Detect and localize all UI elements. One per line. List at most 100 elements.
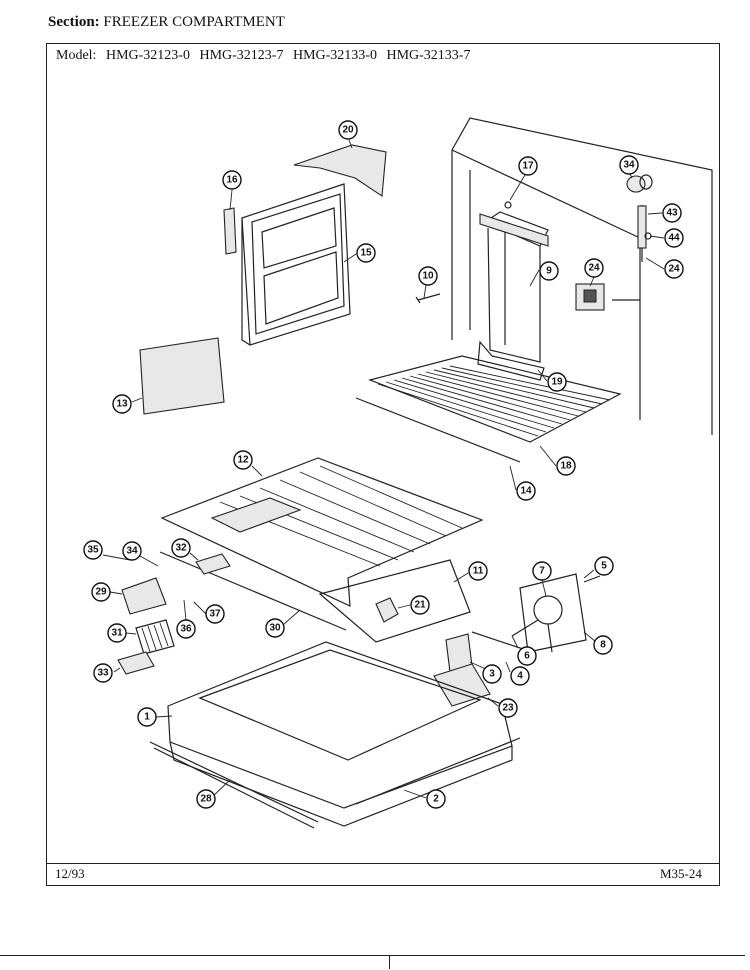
grille-part-31	[135, 619, 175, 655]
callout-33: 33	[93, 663, 113, 683]
rail-part-28-edge	[153, 747, 315, 829]
svg-text:10: 10	[422, 271, 434, 282]
callout-4: 4	[510, 666, 530, 686]
light-switch-button	[583, 289, 597, 303]
svg-text:13: 13	[116, 399, 128, 410]
callout-9: 9	[539, 261, 559, 281]
svg-text:33: 33	[97, 668, 109, 679]
callout-6: 6	[517, 646, 537, 666]
svg-text:44: 44	[668, 233, 680, 244]
page-bottom-tick	[389, 955, 390, 969]
svg-text:12: 12	[237, 455, 249, 466]
svg-text:9: 9	[546, 266, 552, 277]
callout-10: 10	[418, 266, 438, 286]
rail-part-28	[149, 741, 319, 823]
svg-text:18: 18	[560, 461, 572, 472]
svg-text:29: 29	[95, 587, 107, 598]
control-housing-part-29	[121, 577, 167, 615]
section-value: FREEZER COMPARTMENT	[103, 14, 285, 30]
svg-text:24: 24	[668, 264, 680, 275]
svg-text:21: 21	[414, 600, 426, 611]
svg-text:11: 11	[473, 566, 484, 577]
model-label: Model:	[56, 48, 97, 63]
callout-37: 37	[205, 604, 225, 624]
section-label: Section:	[48, 14, 100, 30]
callout-28: 28	[196, 789, 216, 809]
svg-text:37: 37	[209, 609, 221, 620]
callout-1: 1	[137, 707, 157, 727]
model-number: HMG-32123-0	[105, 48, 190, 63]
base-pan-part-1	[167, 641, 513, 827]
screw-part-10	[415, 293, 441, 304]
callout-17: 17	[518, 156, 538, 176]
callout-29: 29	[91, 582, 111, 602]
svg-text:3: 3	[489, 669, 495, 680]
svg-text:35: 35	[87, 545, 99, 556]
callout-24: 24	[584, 258, 604, 278]
callout-13: 13	[112, 394, 132, 414]
svg-text:31: 31	[111, 628, 123, 639]
rod-part-14	[355, 397, 521, 463]
svg-text:15: 15	[360, 248, 372, 259]
diagram-frame	[46, 43, 720, 886]
svg-text:1: 1	[144, 712, 150, 723]
svg-text:36: 36	[180, 624, 192, 635]
part-33	[117, 651, 155, 675]
section-heading: Section: FREEZER COMPARTMENT	[48, 14, 285, 31]
top-cover-part-20	[293, 144, 387, 197]
callout-20: 20	[338, 120, 358, 140]
callout-36: 36	[176, 619, 196, 639]
callout-15: 15	[356, 243, 376, 263]
callout-34: 34	[619, 155, 639, 175]
callout-2: 2	[426, 789, 446, 809]
svg-text:19: 19	[551, 377, 563, 388]
part-21	[375, 597, 399, 623]
page-code: M35-24	[660, 866, 702, 881]
callout-43: 43	[662, 203, 682, 223]
model-number: HMG-32133-0	[292, 48, 377, 63]
callout-8: 8	[593, 635, 613, 655]
callout-30: 30	[265, 618, 285, 638]
thermostat-knob-assembly	[626, 174, 653, 262]
svg-text:43: 43	[666, 208, 678, 219]
callout-14: 14	[516, 481, 536, 501]
callout-11: 11	[468, 561, 488, 581]
revision-date: 12/93	[55, 866, 85, 881]
model-number: HMG-32133-7	[386, 48, 471, 63]
callout-35: 35	[83, 540, 103, 560]
rail-part-2	[355, 737, 521, 805]
screw-part-17	[504, 201, 512, 209]
svg-text:4: 4	[517, 671, 523, 682]
cabinet-liner	[451, 117, 713, 435]
svg-text:23: 23	[502, 703, 514, 714]
svg-text:8: 8	[600, 640, 606, 651]
footer-divider	[47, 863, 719, 864]
svg-text:7: 7	[539, 566, 545, 577]
svg-text:14: 14	[520, 486, 532, 497]
evaporator-cover-duct	[477, 211, 549, 381]
callout-19: 19	[547, 372, 567, 392]
callout-34: 34	[122, 541, 142, 561]
fan-assembly	[445, 573, 601, 673]
svg-text:32: 32	[175, 543, 187, 554]
hinge-part-16	[223, 207, 237, 255]
callout-5: 5	[594, 556, 614, 576]
svg-text:24: 24	[588, 263, 600, 274]
svg-text:5: 5	[601, 561, 607, 572]
panel-part-13	[139, 337, 225, 415]
callout-24: 24	[664, 259, 684, 279]
door-frame-part-15	[241, 183, 351, 346]
bracket-part-32	[195, 553, 231, 575]
svg-text:34: 34	[623, 160, 635, 171]
callout-16: 16	[222, 170, 242, 190]
cover-part-23	[433, 663, 491, 707]
callout-18: 18	[556, 456, 576, 476]
page-bottom-rule	[0, 955, 745, 956]
svg-text:34: 34	[126, 546, 138, 557]
callout-21: 21	[410, 595, 430, 615]
svg-text:2: 2	[433, 794, 439, 805]
callout-23: 23	[498, 698, 518, 718]
callout-3: 3	[482, 664, 502, 684]
model-number: HMG-32123-7	[199, 48, 284, 63]
